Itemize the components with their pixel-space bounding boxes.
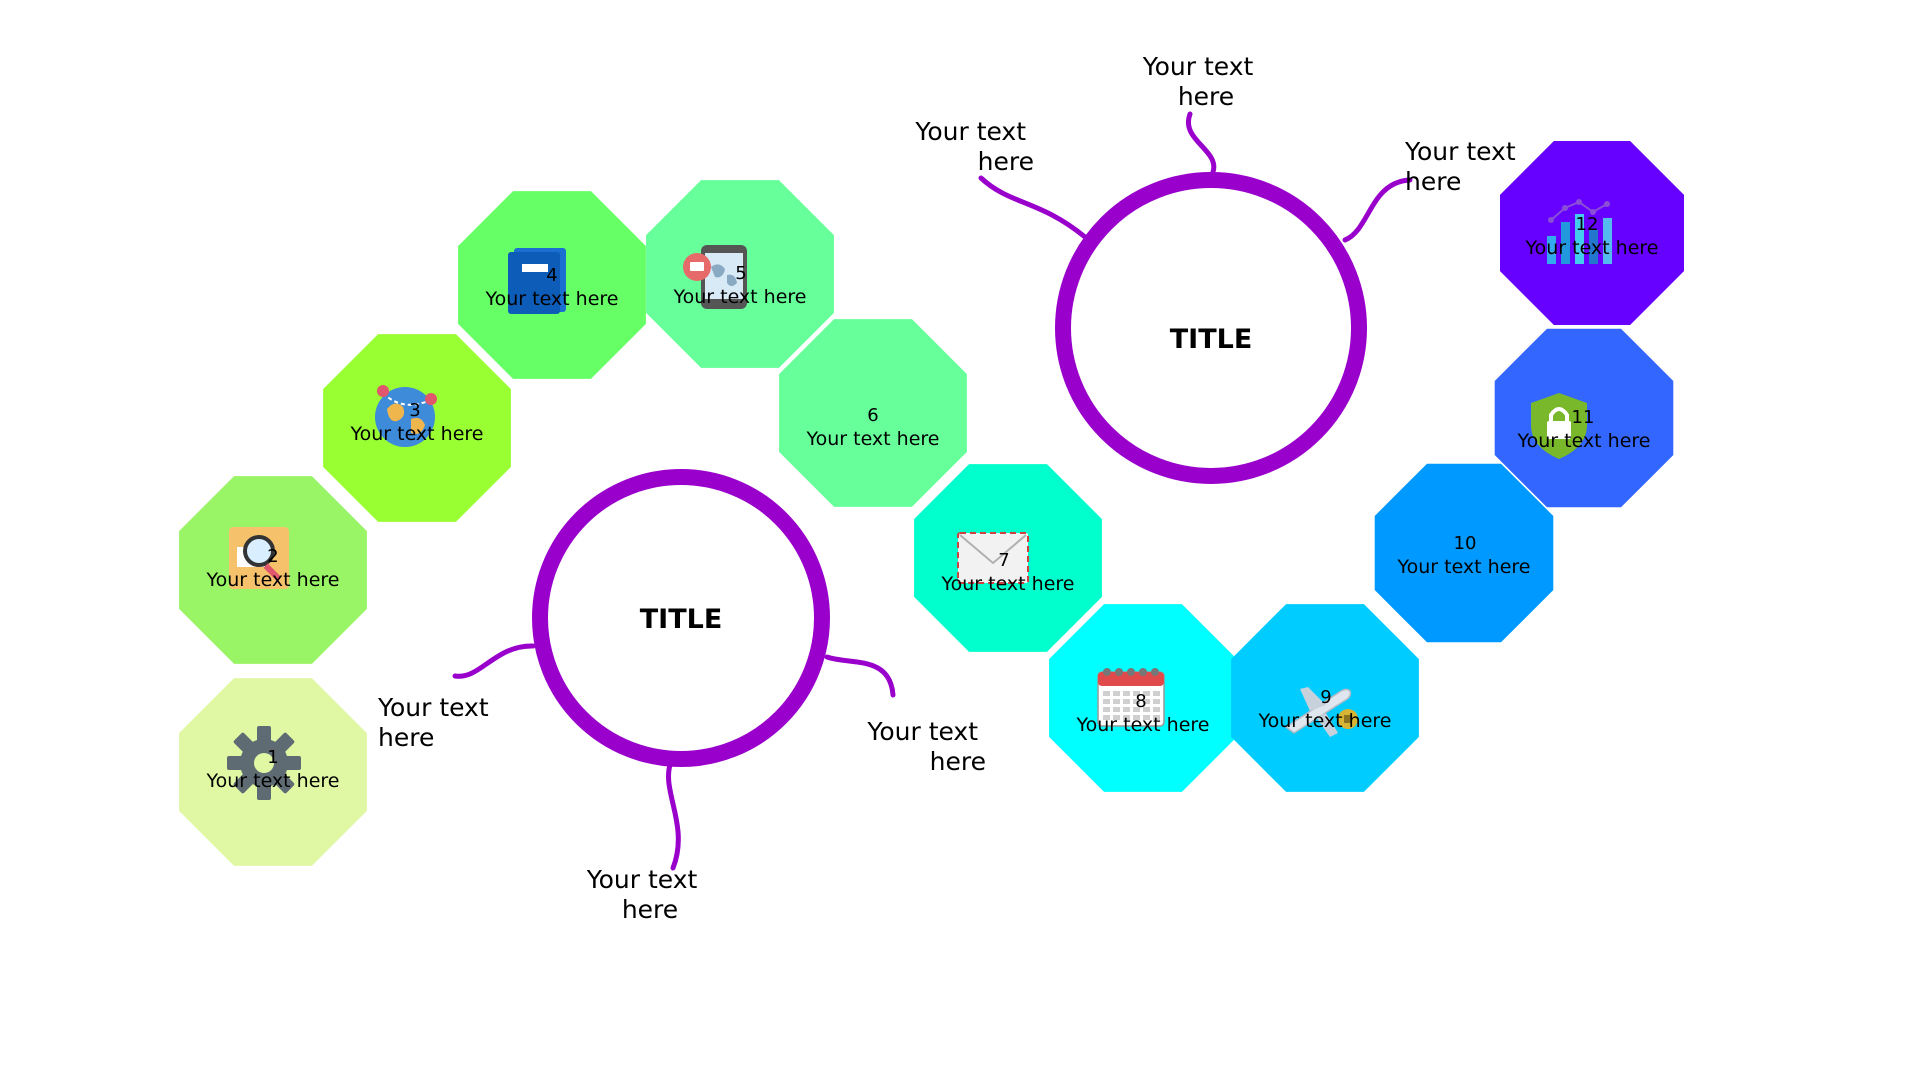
hub-title: TITLE bbox=[1170, 324, 1253, 355]
step-number: 5 bbox=[735, 263, 746, 284]
hub-ring bbox=[1055, 172, 1367, 484]
step-text: Your text here bbox=[485, 288, 619, 310]
step-number: 9 bbox=[1320, 687, 1331, 708]
callout-text: Your text here bbox=[586, 865, 706, 924]
step-text: Your text here bbox=[206, 770, 340, 792]
callout-text: Your text here bbox=[1404, 137, 1524, 196]
callout-connector bbox=[978, 175, 1088, 240]
step-octagon bbox=[1374, 463, 1554, 643]
callout-connector bbox=[452, 643, 536, 679]
step-number: 10 bbox=[1454, 533, 1477, 554]
callout-connector bbox=[824, 654, 896, 698]
step-number: 12 bbox=[1576, 214, 1599, 235]
hub-title: TITLE bbox=[640, 604, 723, 635]
step-text: Your text here bbox=[941, 573, 1075, 595]
step-text: Your text here bbox=[1258, 710, 1392, 732]
step-number: 7 bbox=[998, 550, 1009, 571]
document-search-icon bbox=[229, 527, 289, 589]
book-icon bbox=[508, 248, 566, 314]
step-number: 3 bbox=[409, 400, 420, 421]
callout-text: Your text here bbox=[866, 717, 986, 776]
calendar-icon bbox=[1097, 668, 1165, 727]
callout-text: Your text here bbox=[914, 117, 1034, 176]
callout-connector bbox=[666, 759, 681, 871]
callout-connector bbox=[1185, 111, 1217, 175]
hub-ring bbox=[532, 469, 830, 767]
hub-circle-2: TITLE Your text here Your text here Your… bbox=[914, 52, 1524, 484]
hub-circle-1: TITLE Your text here Your text here Your… bbox=[377, 469, 986, 924]
step-number: 1 bbox=[267, 747, 278, 768]
airplane-icon bbox=[1284, 687, 1358, 737]
callout-text: Your text here bbox=[377, 693, 497, 752]
step-octagon bbox=[779, 319, 967, 507]
callout-text: Your text here bbox=[1142, 52, 1262, 111]
callout-connector bbox=[1342, 177, 1413, 243]
step-text: Your text here bbox=[206, 569, 340, 591]
bar-chart-icon bbox=[1547, 199, 1612, 264]
step-text: Your text here bbox=[1525, 237, 1659, 259]
step-number: 8 bbox=[1135, 691, 1146, 712]
step-number: 4 bbox=[546, 265, 557, 286]
step-text: Your text here bbox=[806, 428, 940, 450]
tablet-map-icon bbox=[683, 245, 747, 309]
step-number: 2 bbox=[267, 546, 278, 567]
step-text: Your text here bbox=[1517, 430, 1651, 452]
shield-lock-icon bbox=[1531, 393, 1587, 459]
step-number: 11 bbox=[1572, 407, 1595, 428]
envelope-icon bbox=[957, 532, 1029, 584]
step-text: Your text here bbox=[350, 423, 484, 445]
step-text: Your text here bbox=[1397, 556, 1531, 578]
step-number: 6 bbox=[867, 405, 878, 426]
step-text: Your text here bbox=[1076, 714, 1210, 736]
gear-icon bbox=[227, 726, 301, 800]
step-octagon bbox=[1231, 604, 1419, 792]
globe-route-icon bbox=[375, 385, 437, 447]
step-text: Your text here bbox=[673, 286, 807, 308]
